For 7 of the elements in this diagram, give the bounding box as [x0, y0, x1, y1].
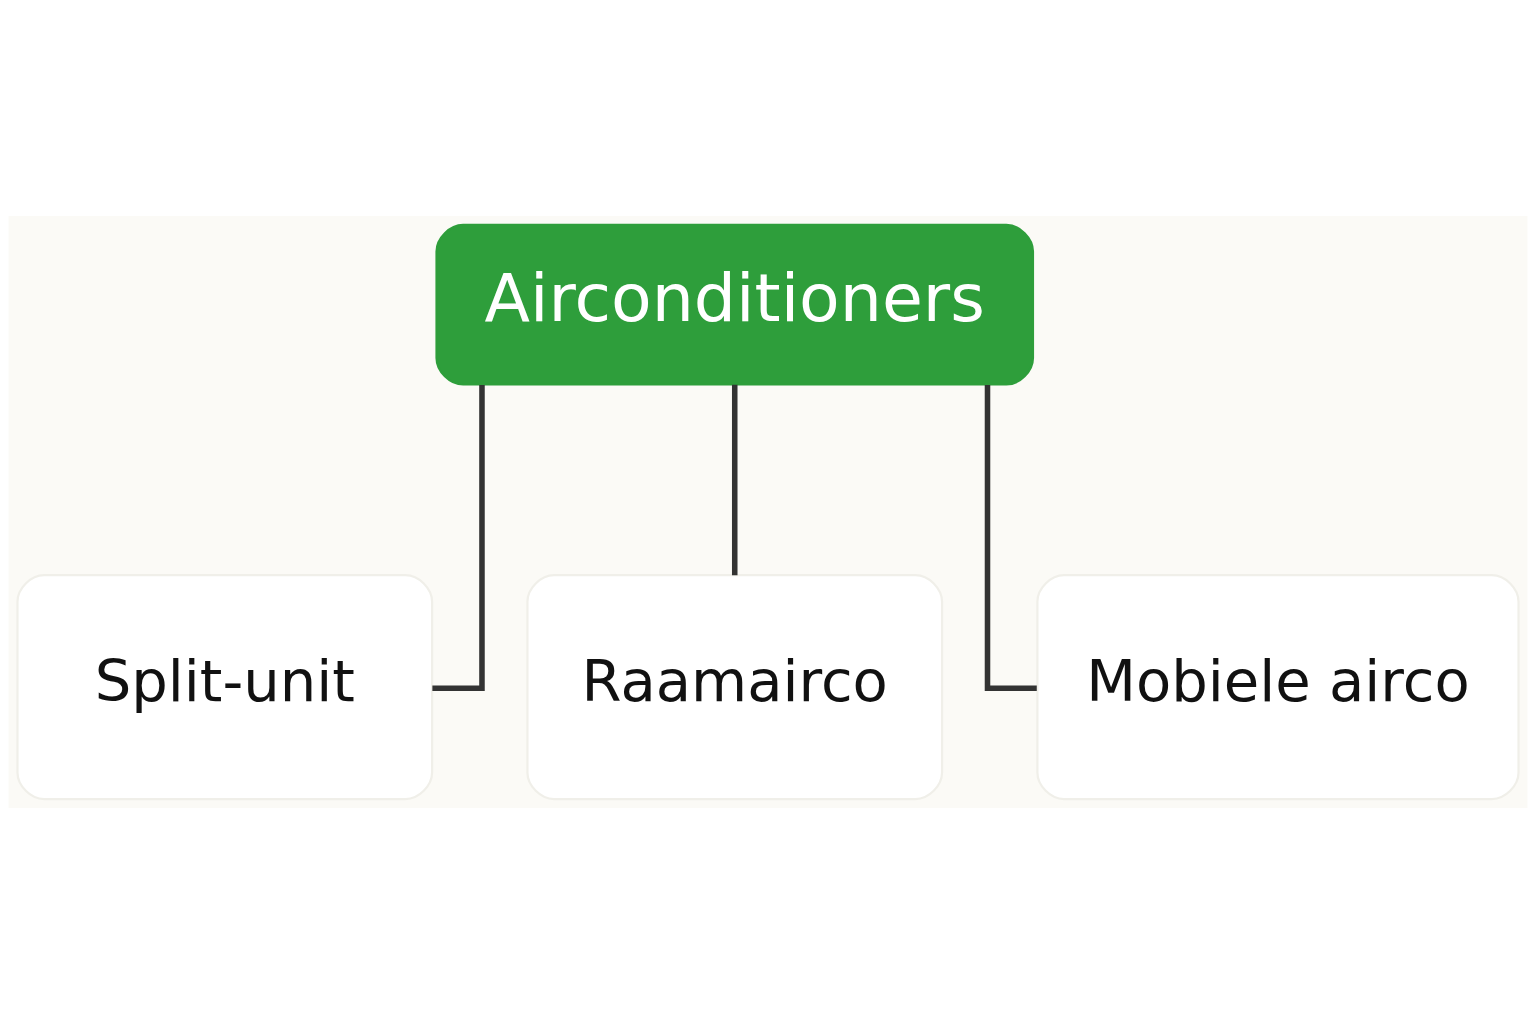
node-box: Mobiele airco — [1036, 574, 1520, 801]
node-box: Airconditioners — [435, 223, 1035, 386]
connector — [731, 384, 738, 576]
connector — [984, 385, 1037, 692]
node-box: Raamairco — [526, 574, 944, 801]
connector — [432, 385, 485, 692]
node-box: Split-unit — [16, 574, 434, 801]
